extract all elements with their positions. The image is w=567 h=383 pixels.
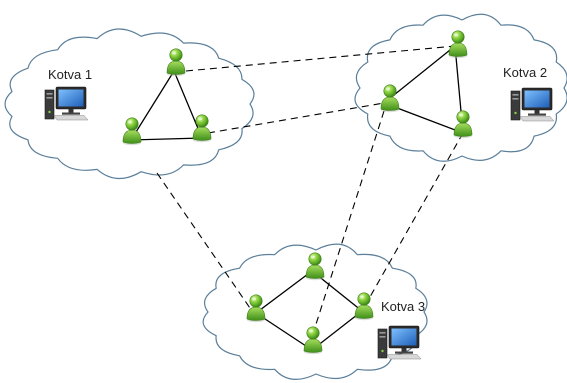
cloud-2-triangle bbox=[382, 44, 464, 134]
cloud-1 bbox=[4, 28, 255, 180]
cloud-2 bbox=[354, 13, 567, 162]
link-cloud1-cloud2-upper bbox=[185, 45, 456, 72]
link-cloud1-cloud3 bbox=[156, 172, 253, 312]
cloud-3 bbox=[202, 243, 428, 380]
link-cloud2-cloud3-left bbox=[309, 110, 385, 344]
link-cloud2-cloud3-right bbox=[361, 132, 464, 312]
cloud-1-label: Kotva 1 bbox=[48, 67, 92, 82]
cloud-3-label: Kotva 3 bbox=[381, 299, 425, 314]
cloud-1-triangle bbox=[129, 69, 203, 141]
link-cloud1-cloud2-lower bbox=[207, 102, 385, 134]
cloud-2-label: Kotva 2 bbox=[503, 65, 547, 80]
inter-cloud-links bbox=[156, 45, 464, 344]
